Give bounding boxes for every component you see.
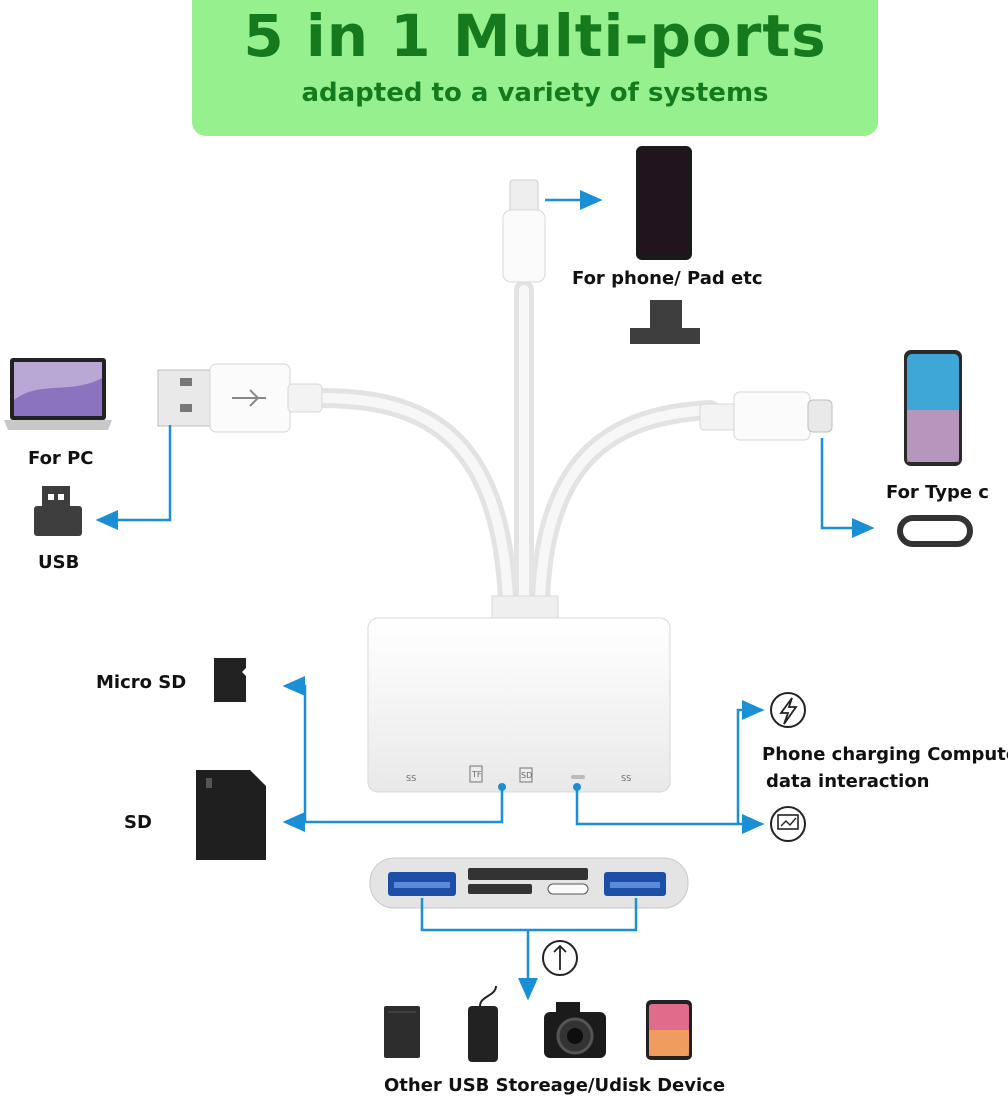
arrow-computer [575,790,765,834]
label-other-usb: Other USB Storeage/Udisk Device [384,1075,726,1096]
type-c-connector [699,391,833,441]
port-mark-ss-right: SS [621,774,631,783]
phone-icon [636,146,692,260]
arrow-type-c [820,438,875,538]
arrow-sd [282,790,504,832]
lightning-port-icon [630,300,700,344]
label-micro-sd: Micro SD [96,672,187,693]
monitor-icon [770,806,806,842]
external-drive-icon [384,1006,420,1058]
smartphone-icon [646,1000,692,1060]
cables [310,280,720,610]
micro-sd-card-icon [214,658,246,702]
lightning-bolt-icon [770,692,806,728]
arrows [95,190,875,998]
banner-title: 5 in 1 Multi-ports [243,2,827,70]
label-charging-line1: Phone charging Computer [762,744,1008,765]
arrow-charging [736,700,765,824]
hub-front [369,857,689,909]
port-mark-sd: SD [521,771,532,780]
type-c-cable [530,400,720,610]
label-phone-pad: For phone/ Pad etc [572,268,763,289]
label-charging-line2: data interaction [766,771,930,792]
label-type-c: For Type c [886,482,989,503]
laptop-icon [4,358,112,430]
android-phone-icon [904,350,962,466]
label-usb: USB [38,552,80,573]
usb-port-icon [34,486,82,536]
usb-a-connector [157,363,323,433]
banner-subtitle: adapted to a variety of systems [301,78,769,108]
sd-card-icon [196,770,266,860]
hub-body [367,595,671,793]
lightning-connector [502,179,546,283]
camera-icon [544,1002,606,1058]
label-for-pc: For PC [28,448,94,469]
port-mark-ss-left: SS [406,774,416,783]
usb-superspeed-icon [542,940,578,976]
usb-a-cable [310,388,518,610]
header-banner [192,0,878,136]
label-sd: SD [124,812,152,833]
portable-ssd-icon [468,985,498,1062]
type-c-port-icon [897,515,973,547]
arrow-usb [95,425,172,530]
arrow-storage [420,898,638,998]
arrow-micro-sd [282,676,307,822]
port-mark-tf: TF [471,770,482,779]
